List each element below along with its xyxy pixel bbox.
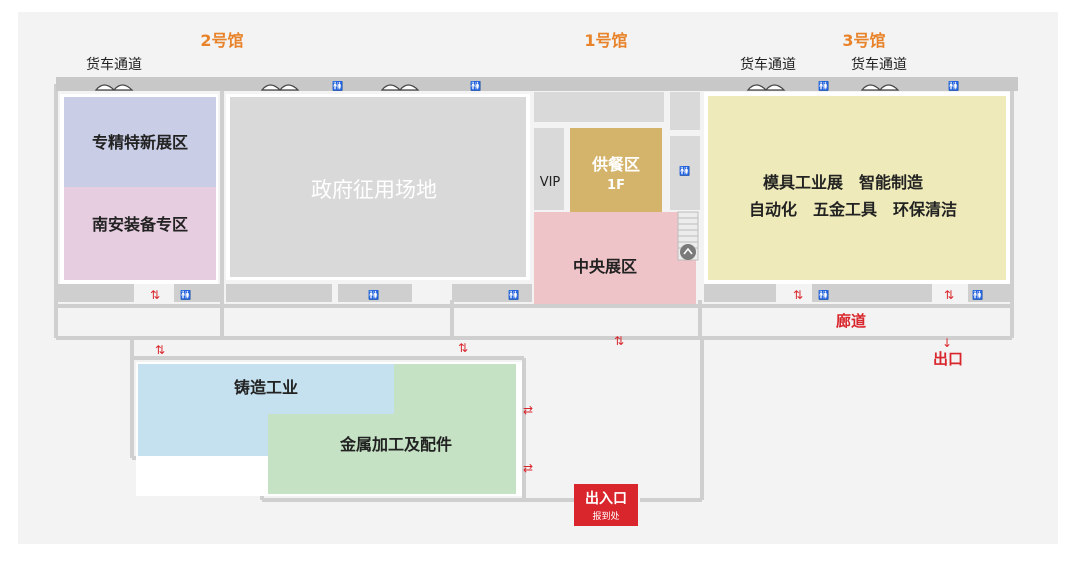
service-strip-3 <box>226 284 332 302</box>
service-strip-2 <box>174 284 222 302</box>
restroom-icon: 🚻 <box>818 289 829 301</box>
zone-hall3-line1: 模具工业展 智能制造 <box>763 173 924 192</box>
restroom-icon: 🚻 <box>332 80 343 92</box>
zone-government-label: 政府征用场地 <box>311 178 437 202</box>
zone-government[interactable] <box>230 97 526 277</box>
door-icon <box>860 84 900 91</box>
zone-specialized[interactable] <box>64 97 216 187</box>
flow-arrows: ⇅ ⇅ ⇅ ⇅ ⇅ ⇅ ⇄ ⇄ ↓ <box>150 288 954 475</box>
arrow-icon: ⇅ <box>155 343 165 357</box>
door-icon <box>746 84 786 91</box>
door-icon <box>260 84 300 91</box>
zone-central[interactable] <box>534 212 696 304</box>
restroom-icon: 🚻 <box>818 80 829 92</box>
zone-metal-label: 金属加工及配件 <box>339 435 452 454</box>
arrow-icon: ⇄ <box>523 461 533 475</box>
door-icon <box>94 84 134 91</box>
zone-foundry-label: 铸造工业 <box>234 378 298 397</box>
arrow-icon: ↓ <box>942 336 952 350</box>
entrance-badge[interactable] <box>574 484 638 526</box>
arrow-icon: ⇅ <box>150 288 160 302</box>
service-strip-5 <box>452 284 532 302</box>
truck-lane-label: 货车通道 <box>86 56 142 73</box>
corridor-label: 廊道 <box>836 312 866 330</box>
elevator-icon <box>680 244 696 260</box>
zone-metal[interactable] <box>268 364 516 494</box>
zone-vip-label: VIP <box>540 175 561 190</box>
restroom-icon: 🚻 <box>972 289 983 301</box>
arrow-icon: ⇅ <box>458 341 468 355</box>
zone-nanan-label: 南安装备专区 <box>92 215 188 234</box>
entrance-label: 出入口 <box>585 490 627 507</box>
arrow-icon: ⇅ <box>614 334 624 348</box>
service-strip-7 <box>812 284 932 302</box>
restroom-icon: 🚻 <box>508 289 519 301</box>
hall2-label: 2号馆 <box>200 31 243 50</box>
zone-catering-floor: 1F <box>607 178 625 193</box>
zone-catering-label: 供餐区 <box>591 155 640 174</box>
hall1-top-block <box>534 92 664 122</box>
restroom-icon: 🚻 <box>470 80 481 92</box>
truck-lane-label: 货车通道 <box>740 56 796 73</box>
restroom-icons: 🚻 🚻 🚻 🚻 🚻 🚻 🚻 🚻 🚻 🚻 <box>180 80 983 301</box>
exit-label: 出口 <box>933 350 963 368</box>
zone-nanan[interactable] <box>64 187 216 280</box>
restroom-icon: 🚻 <box>679 165 690 177</box>
zone-central-label: 中央展区 <box>573 257 637 276</box>
service-strip-4 <box>338 284 412 302</box>
restroom-icon: 🚻 <box>180 289 191 301</box>
hall3-label: 3号馆 <box>842 31 885 50</box>
zone-catering[interactable] <box>570 128 662 212</box>
hall1-side-block <box>670 92 700 130</box>
zone-hall3-line2: 自动化 五金工具 环保清洁 <box>749 200 957 219</box>
zone-vip-block[interactable] <box>534 128 564 210</box>
zone-specialized-label: 专精特新展区 <box>92 133 188 152</box>
service-strip-6 <box>704 284 776 302</box>
restroom-icon: 🚻 <box>368 289 379 301</box>
hall1-restroom-block <box>670 136 700 210</box>
checkin-label: 报到处 <box>592 510 619 522</box>
arrow-icon: ⇄ <box>523 403 533 417</box>
door-icon <box>380 84 420 91</box>
service-strip-8 <box>968 284 1012 302</box>
arrow-icon: ⇅ <box>793 288 803 302</box>
service-strip-1 <box>56 284 134 302</box>
truck-lane-label: 货车通道 <box>851 56 907 73</box>
zone-hall3[interactable] <box>708 96 1006 280</box>
arrow-icon: ⇅ <box>944 288 954 302</box>
restroom-icon: 🚻 <box>948 80 959 92</box>
hall1-label: 1号馆 <box>584 31 627 50</box>
